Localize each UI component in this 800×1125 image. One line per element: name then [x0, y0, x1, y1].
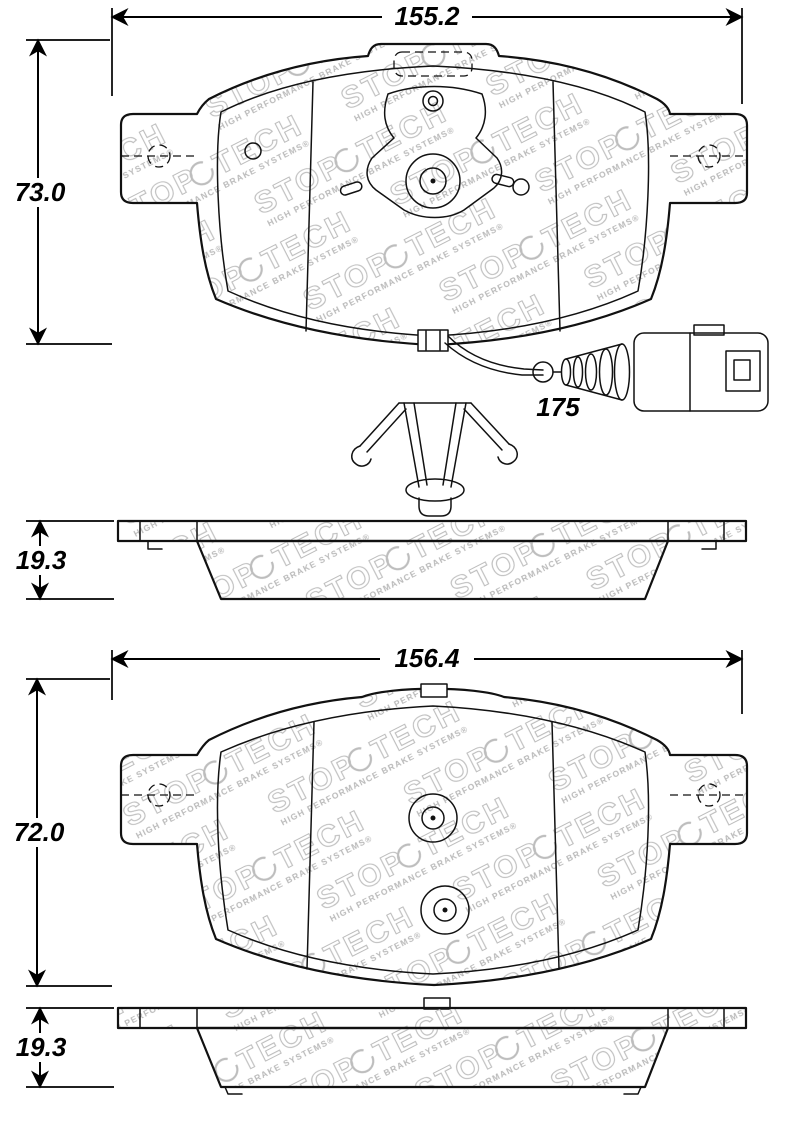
- dim-bottom-side-thickness: 19.3: [15, 1006, 114, 1089]
- dim-bottom-pad-height: 72.0: [12, 677, 112, 988]
- clip-column-edge: [450, 402, 467, 488]
- hub-center-mark: [430, 815, 436, 821]
- rivet-hole: [512, 178, 530, 196]
- hub-hole-outer: [408, 793, 458, 843]
- hub-hole-inner: [419, 167, 447, 195]
- bottom-side-view-drawing: [116, 997, 748, 1095]
- sensor-wire: [447, 335, 544, 371]
- boot-cone-sides: [565, 343, 623, 401]
- retainer-hook: [701, 540, 717, 550]
- clip-saddle: [405, 478, 465, 502]
- bottom-pad-backing-plate-outline: [119, 687, 749, 987]
- clip-arm: [463, 408, 503, 451]
- dim-top-side-thickness: 19.3: [15, 519, 114, 601]
- hub-center-mark: [442, 907, 448, 913]
- hidden-tab-outline: [393, 51, 473, 77]
- clip-hook: [497, 443, 518, 465]
- retainer-hook: [224, 1086, 243, 1095]
- dim-top-pad-width: 155.2: [110, 1, 744, 104]
- dimension-label-box: [12, 818, 66, 847]
- dimension-label-box: [380, 644, 474, 673]
- bottom-pad-width-value: 156.4: [394, 643, 460, 673]
- sensor-wire: [444, 342, 544, 376]
- hidden-hole-left-ear: [147, 144, 171, 168]
- connector-pin-slot: [733, 359, 751, 381]
- boot-ring: [613, 343, 631, 401]
- rivet-hole: [244, 142, 262, 160]
- hub-hole-outer: [420, 885, 470, 935]
- wear-sensor-assembly: 175: [444, 324, 769, 422]
- wire-grommet: [532, 361, 554, 383]
- hub-hole-inner: [421, 806, 445, 830]
- boot-ring: [598, 348, 614, 396]
- top-side-view-drawing: [116, 519, 748, 601]
- chamfer-line: [551, 721, 560, 970]
- bottom-side-thickness-value: 19.3: [16, 1032, 67, 1062]
- top-tab: [420, 683, 448, 698]
- dim-top-pad-height: 73.0: [13, 38, 112, 346]
- clip-column-edge: [442, 402, 457, 486]
- clip-arm: [359, 402, 400, 447]
- bottom-pad-drawing: [119, 683, 749, 987]
- top-pad-drawing: [119, 42, 749, 352]
- dimension-label-box: [15, 546, 67, 575]
- hidden-hole-right-ear: [697, 783, 721, 807]
- dimension-label-box: [13, 178, 67, 207]
- bottom-pad-friction-outline: [216, 705, 650, 975]
- boot-ring: [572, 356, 584, 388]
- chamfer-line: [305, 81, 314, 332]
- sensor-connector-body: [633, 332, 769, 412]
- dimension-label-box: [382, 2, 472, 31]
- clip-column-edge: [403, 402, 420, 488]
- clip-base: [418, 497, 452, 517]
- dimension-label-box: [15, 1033, 67, 1062]
- sensor-mount-tab: [417, 329, 449, 352]
- boot-ring: [560, 358, 572, 386]
- side-backing-plate: [116, 1006, 748, 1030]
- chamfer-line: [306, 721, 315, 970]
- retainer-hook: [623, 1086, 642, 1095]
- clip-column-edge: [413, 402, 428, 486]
- bracket-bolt-hole: [422, 90, 444, 112]
- bracket-bolt-center: [427, 95, 439, 107]
- top-side-thickness-value: 19.3: [16, 545, 67, 575]
- sensor-wire-length-value: 175: [536, 392, 580, 422]
- connector-latch: [693, 324, 725, 336]
- hub-hole-outer: [405, 153, 461, 209]
- retainer-hook: [147, 540, 163, 550]
- boot-ring: [584, 353, 598, 391]
- clip-arm: [366, 408, 407, 453]
- slot: [491, 173, 515, 188]
- side-backing-plate: [116, 519, 748, 543]
- dim-bottom-pad-width: 156.4: [110, 643, 744, 714]
- clip-hook: [351, 445, 372, 467]
- abutment-clip-drawing: [351, 402, 518, 517]
- top-pad-friction-outline: [216, 65, 650, 337]
- top-pad-height-value: 73.0: [15, 177, 66, 207]
- hub-center-mark: [430, 178, 436, 184]
- bottom-pad-height-value: 72.0: [14, 817, 65, 847]
- slot: [339, 181, 363, 196]
- hub-hole-inner: [433, 898, 457, 922]
- clip-arm: [470, 402, 510, 445]
- hidden-hole-left-ear: [147, 783, 171, 807]
- sensor-bracket-outline: [366, 85, 503, 219]
- side-friction-block: [195, 539, 670, 601]
- connector-socket: [725, 350, 761, 392]
- top-pad-width-value: 155.2: [394, 1, 460, 31]
- chamfer-line: [552, 81, 561, 332]
- hidden-hole-right-ear: [697, 144, 721, 168]
- side-friction-block: [195, 1026, 670, 1089]
